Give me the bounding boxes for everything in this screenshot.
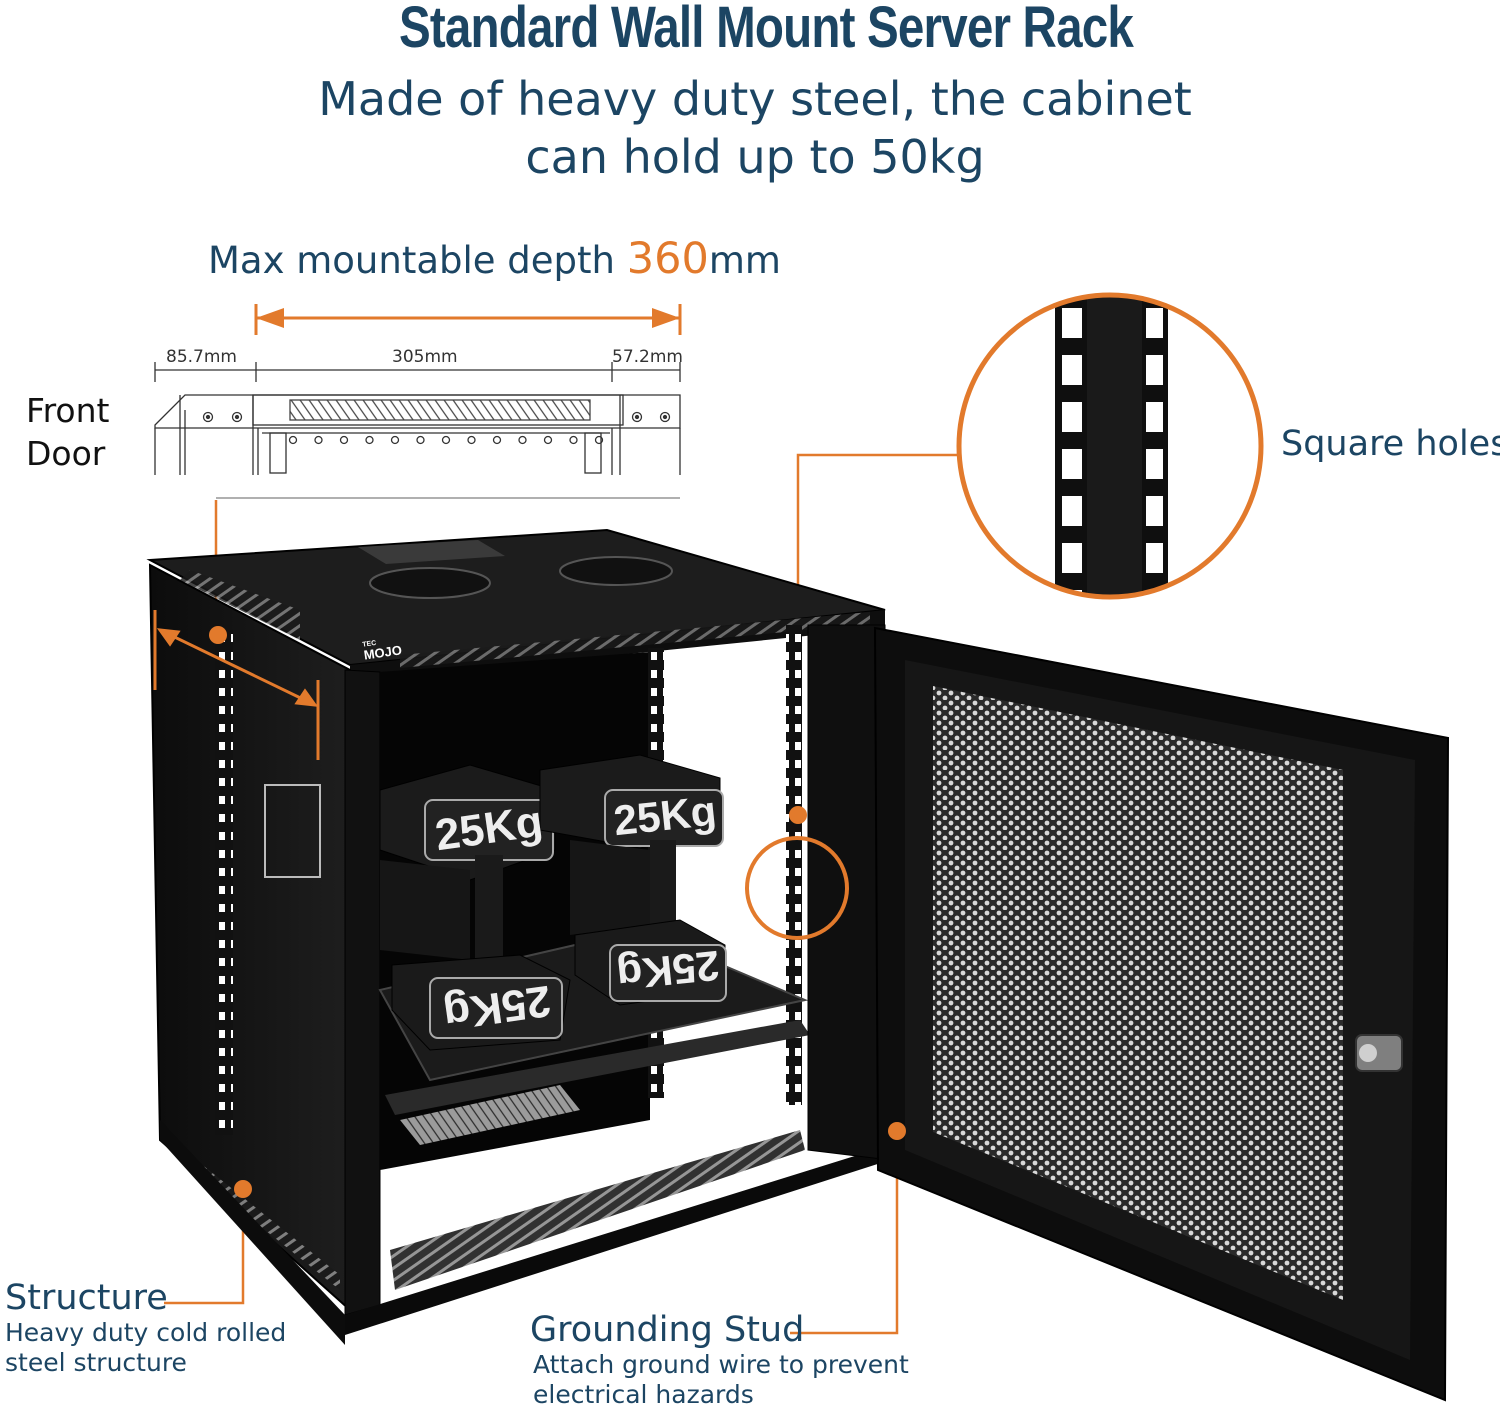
weight-left-handle xyxy=(475,855,503,975)
drawing-hole xyxy=(416,435,425,445)
square-holes-small-circle xyxy=(745,836,849,940)
weights xyxy=(379,754,727,1051)
square-hole xyxy=(1062,355,1082,385)
weight-right-top xyxy=(539,754,724,849)
structure-callout: Structure Heavy duty cold rolled steel s… xyxy=(5,1278,286,1378)
max-depth-value: 360 xyxy=(626,234,709,284)
square-hole xyxy=(1062,543,1082,573)
drawing-hole xyxy=(543,435,553,445)
dimension-left: 85.7mm xyxy=(166,347,237,367)
drawing-hole xyxy=(492,435,502,445)
drawing-hole xyxy=(594,435,604,445)
weight-right-bottom xyxy=(570,840,727,1006)
square-hole xyxy=(1146,496,1163,526)
weight-left-top xyxy=(379,764,556,881)
dimension-right: 57.2mm xyxy=(612,347,683,367)
drawing-hole xyxy=(441,435,451,445)
weight-left-bottom xyxy=(380,860,571,1051)
square-hole xyxy=(1062,402,1082,432)
perforated-panel xyxy=(933,686,1343,1300)
drawing-hole xyxy=(288,435,298,445)
drawing-hole xyxy=(518,435,527,445)
technical-drawing xyxy=(154,362,681,475)
drawing-hole xyxy=(390,435,400,445)
front-door-label-line1: Front xyxy=(26,391,110,430)
drawing-hole xyxy=(467,435,476,445)
drawing-hole xyxy=(314,435,323,445)
square-hole xyxy=(1062,496,1082,526)
square-hole xyxy=(1146,402,1163,432)
max-depth-prefix: Max mountable depth xyxy=(208,239,627,282)
max-depth-label: Max mountable depth 360mm xyxy=(208,234,781,284)
grounding-desc-line2: electrical hazards xyxy=(533,1380,754,1409)
depth-arrow xyxy=(254,304,682,335)
front-door xyxy=(873,626,1450,1402)
side-depth-marks xyxy=(153,610,320,760)
square-hole xyxy=(1062,449,1082,479)
square-hole xyxy=(1146,637,1163,667)
front-door-label-line2: Door xyxy=(26,434,106,473)
square-hole xyxy=(1146,308,1163,338)
square-holes-label: Square holes xyxy=(1281,424,1500,464)
structure-desc-line2: steel structure xyxy=(5,1348,187,1377)
grounding-title: Grounding Stud xyxy=(530,1310,805,1350)
drawing-hole xyxy=(365,435,374,445)
subtitle-line-1: Made of heavy duty steel, the cabinet xyxy=(318,72,1192,126)
square-hole xyxy=(1146,543,1163,573)
grounding-desc-line1: Attach ground wire to prevent xyxy=(533,1350,909,1379)
square-hole xyxy=(1062,308,1082,338)
drawing-hole xyxy=(339,435,349,445)
subtitle-line-2: can hold up to 50kg xyxy=(525,130,985,184)
brand-logo: TEC MOJO xyxy=(362,635,403,663)
max-depth-unit: mm xyxy=(708,239,781,282)
square-hole xyxy=(1062,637,1082,667)
drawing-hole xyxy=(569,435,578,445)
cabinet xyxy=(146,528,891,1345)
structure-desc-line1: Heavy duty cold rolled xyxy=(5,1318,287,1347)
page-title: Standard Wall Mount Server Rack xyxy=(399,0,1134,60)
structure-title: Structure xyxy=(5,1278,168,1318)
door-lock xyxy=(1355,1034,1403,1072)
square-hole xyxy=(1146,355,1163,385)
square-holes-zoom xyxy=(956,292,1264,667)
grounding-callout: Grounding Stud Attach ground wire to pre… xyxy=(530,1310,909,1410)
front-door-label: Front Door xyxy=(26,389,109,475)
dimension-middle: 305mm xyxy=(392,347,458,367)
square-hole xyxy=(1146,449,1163,479)
callout-markers xyxy=(209,626,906,1198)
